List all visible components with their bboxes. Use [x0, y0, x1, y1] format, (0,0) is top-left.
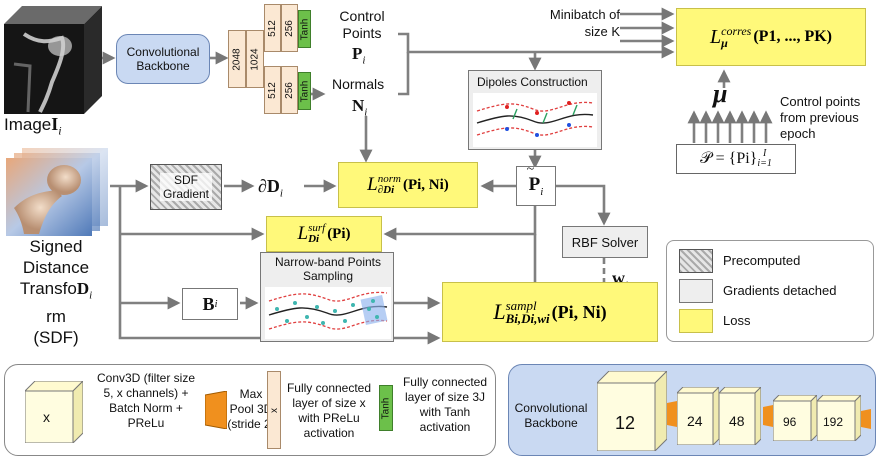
sdf-gradient-label: SDF Gradient: [160, 173, 212, 201]
conv3d-cube-label: x: [43, 409, 50, 425]
rbf-solver-box: RBF Solver: [562, 226, 648, 258]
backbone-channel-48: 48: [729, 413, 745, 429]
backbone-cube-192: [817, 395, 861, 441]
backbone-channel-12: 12: [615, 413, 636, 433]
backbone-channel-24: 24: [687, 413, 703, 429]
mu-symbol: μ: [713, 79, 728, 108]
sdf-volume: [6, 148, 108, 236]
tanh-legend-box: Tanh: [379, 385, 393, 431]
image-cube: [4, 6, 102, 114]
pool-2: [763, 405, 773, 427]
sdf-label: Signed Distance TransfoDi rm (SDF): [19, 237, 93, 348]
control-points-symbol: Pi: [352, 44, 366, 67]
convolutional-backbone-box: Convolutional Backbone: [116, 34, 210, 84]
backbone-detail-panel: Convolutional Backbone 12 24 48 96 192: [508, 364, 876, 456]
narrow-band-box: Narrow-band Points Sampling: [260, 252, 394, 342]
layer-legend-panel: x Conv3D (filter size 5, x channels) + B…: [4, 364, 496, 456]
fc-layer-256-top: 256: [281, 4, 298, 52]
legend-precomputed-label: Precomputed: [723, 253, 801, 268]
convolutional-backbone-label: Convolutional Backbone: [126, 45, 200, 73]
backbone-cube-12: [597, 371, 667, 451]
fc-layer-256-bottom: 256: [281, 66, 298, 114]
backbone-cube-96: [773, 395, 817, 441]
tanh-bottom: Tanh: [298, 72, 311, 110]
backbone-channel-96: 96: [783, 415, 797, 429]
image-label: ImageIi: [4, 114, 62, 138]
backbone-cube-24: [677, 387, 719, 445]
fc-layer-512-top: 512: [264, 4, 281, 52]
legend-detached-swatch: [679, 279, 713, 303]
dipoles-illustration: [473, 93, 597, 147]
conv3d-text: Conv3D (filter size 5, x channels) + Bat…: [96, 371, 196, 430]
conv3d-cube-icon: [25, 381, 83, 443]
legend-loss-label: Loss: [723, 313, 751, 328]
legend-box: Precomputed Gradients detached Loss: [666, 240, 874, 342]
fc-layer-512-bottom: 512: [264, 66, 281, 114]
fc-text: Fully connected layer of size x with PRe…: [286, 381, 372, 440]
maxpool-text: Max Pool 3D (stride 2): [227, 387, 275, 431]
prev-epoch-label: Control points from previous epoch: [780, 94, 861, 141]
rbf-solver-label: RBF Solver: [571, 234, 639, 250]
maxpool-icon: [205, 391, 227, 429]
fc-tanh-text: Fully connected layer of size 3J with Ta…: [402, 375, 488, 434]
narrow-band-label: Narrow-band Points Sampling: [274, 255, 382, 283]
backbone-channel-192: 192: [823, 415, 844, 429]
control-points-label: Control Points: [339, 8, 385, 41]
backbone-detail-label: Convolutional Backbone: [514, 401, 588, 430]
p-tilde-box: ~ Pi: [516, 162, 556, 206]
minibatch-label: Minibatch of size K: [549, 7, 620, 39]
fc-legend-box: x: [267, 371, 281, 449]
normals-label: Normals: [332, 76, 385, 92]
sdf-gradient-symbol: ∂Di: [258, 176, 283, 200]
legend-detached-label: Gradients detached: [723, 283, 837, 298]
legend-precomputed-swatch: [679, 249, 713, 273]
pool-3: [861, 409, 871, 429]
backbone-cube-48: [719, 387, 761, 445]
tanh-top: Tanh: [298, 10, 311, 48]
fc-layer-2048: 2048: [228, 30, 246, 88]
pool-1: [667, 401, 677, 427]
legend-loss-swatch: [679, 309, 713, 333]
sdf-gradient-box: SDF Gradient: [150, 164, 222, 210]
normals-symbol: Ni: [352, 96, 368, 119]
dipoles-construction-box: Dipoles Construction: [468, 70, 602, 150]
narrow-band-illustration: [265, 287, 391, 339]
dipoles-construction-label: Dipoles Construction: [477, 75, 588, 89]
fc-layer-1024: 1024: [246, 30, 264, 88]
